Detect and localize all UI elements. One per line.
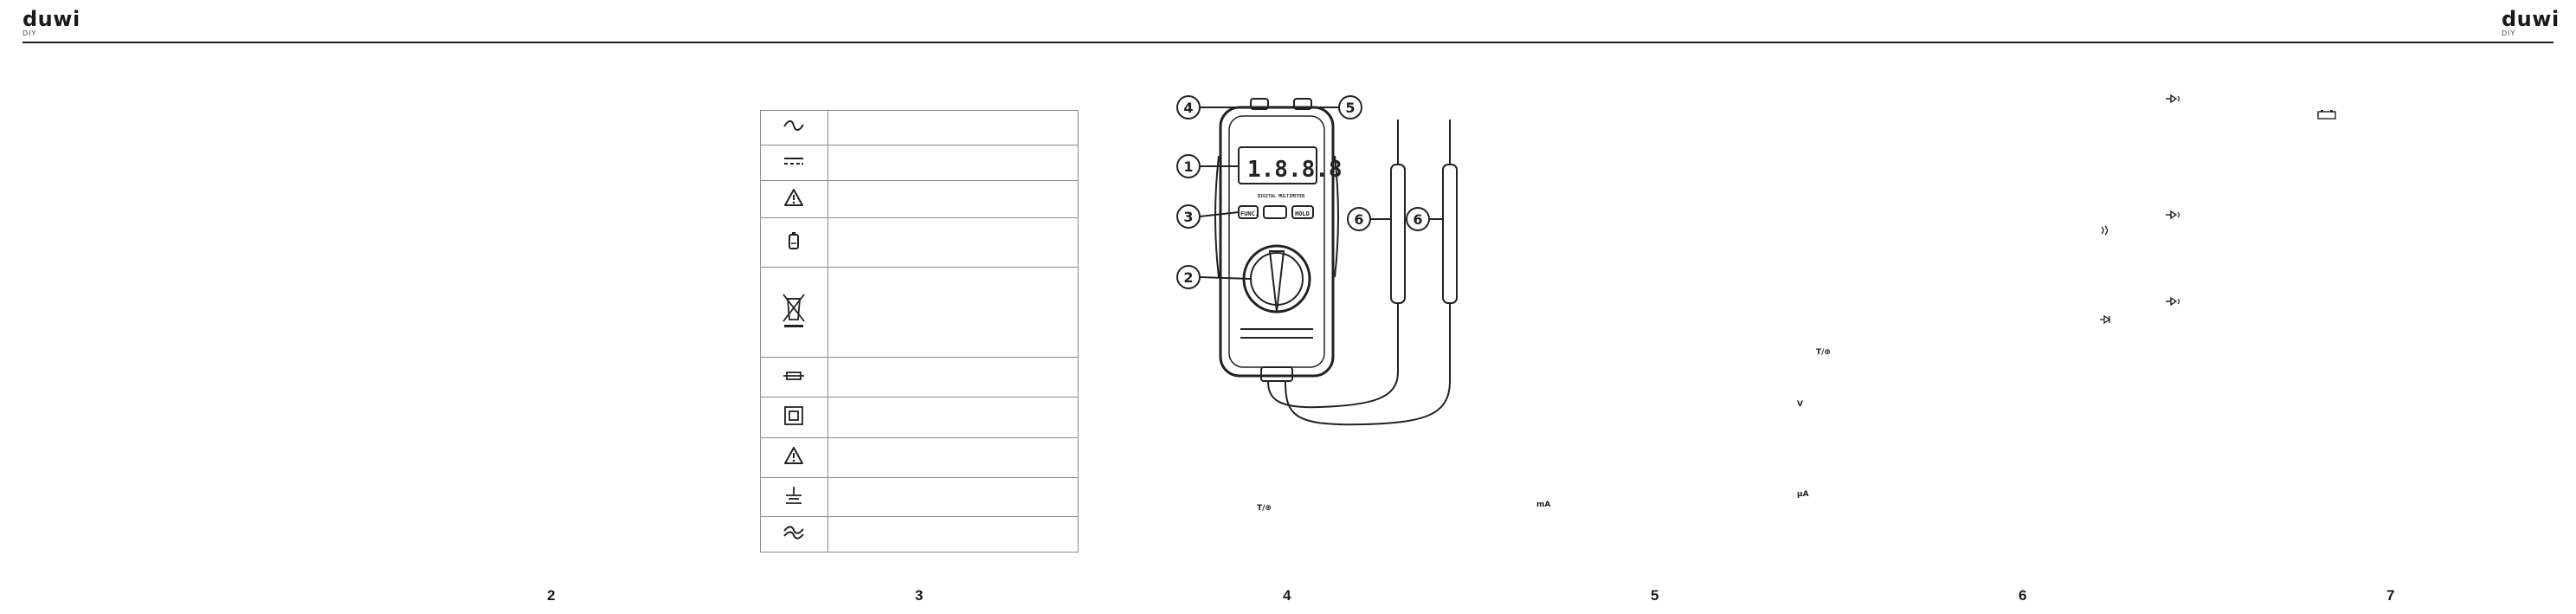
fragment-tohm: T/⊕ [1816, 348, 1831, 357]
callout-6a: 6 [1354, 211, 1363, 228]
fuse-icon [760, 357, 828, 397]
double-insulation-icon [760, 397, 828, 438]
header-rule [23, 42, 2553, 43]
table-row [760, 516, 1079, 553]
lcd-digits: 1.8.8.8 [1247, 157, 1343, 183]
symbols-table [760, 110, 1079, 553]
page-number-3: 3 [915, 587, 924, 604]
model-label: DIGITAL MULTIMETER [1258, 194, 1305, 199]
table-row [760, 145, 1079, 181]
brand-name: duwi [23, 7, 80, 31]
page-number-2: 2 [547, 587, 556, 604]
fragment-ma: mA [1536, 501, 1551, 509]
ground-icon [760, 477, 828, 517]
caution-icon [760, 437, 828, 478]
diode-icon [2100, 315, 2111, 324]
continuity-diode-icon [2166, 94, 2180, 104]
brand-name-right: duwi [2502, 7, 2560, 31]
table-row [760, 397, 1079, 438]
hold-button-label: HOLD [1295, 210, 1310, 217]
sound-icon [2101, 225, 2109, 236]
table-row [760, 110, 1079, 145]
weee-bin-icon [760, 267, 828, 358]
warning-icon [760, 180, 828, 218]
table-row [760, 267, 1079, 358]
table-row [760, 357, 1079, 397]
callout-3: 3 [1183, 209, 1193, 225]
ac-symbol-icon [760, 110, 828, 145]
page-number-5: 5 [1651, 587, 1659, 604]
continuity-diode-icon-3 [2166, 296, 2180, 307]
brand-logo-left: duwi DIY [23, 9, 80, 37]
callout-5: 5 [1345, 100, 1355, 116]
continuity-diode-icon-2 [2166, 210, 2180, 220]
multimeter-figure: 4 5 1 3 2 6 6 1.8.8.8 FUNC. HOLD DIGITAL… [1176, 95, 1458, 426]
brand-logo-right: duwi DIY [2502, 9, 2560, 37]
table-row [760, 180, 1079, 218]
table-row [760, 217, 1079, 268]
page-number-4: 4 [1283, 587, 1291, 604]
page-number-7: 7 [2386, 587, 2395, 604]
ac-dc-icon [760, 516, 828, 553]
page-number-6: 6 [2019, 587, 2027, 604]
dc-symbol-icon [760, 145, 828, 181]
callout-4: 4 [1183, 100, 1193, 116]
fragment-ua: µA [1797, 490, 1809, 499]
callout-2: 2 [1183, 269, 1193, 286]
brand-sub-right: DIY [2502, 29, 2516, 37]
fragment-v: V [1797, 400, 1803, 409]
fragment-tohm-left: T/⊕ [1257, 504, 1272, 513]
callout-1: 1 [1183, 158, 1193, 175]
table-row [760, 437, 1079, 478]
table-row [760, 477, 1079, 517]
battery-test-icon [2317, 110, 2336, 120]
callout-6b: 6 [1413, 211, 1422, 228]
func-button-label: FUNC. [1240, 210, 1259, 217]
brand-sub: DIY [23, 29, 37, 37]
battery-icon [760, 217, 828, 268]
